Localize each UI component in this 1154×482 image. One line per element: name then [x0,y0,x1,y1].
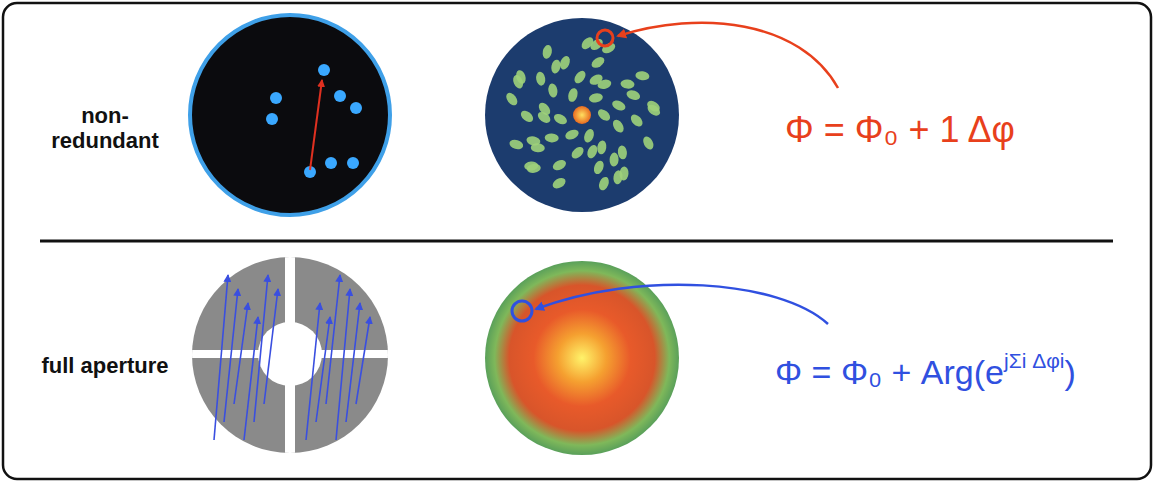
baseline-arrow [336,289,350,440]
baseline-arrow [244,317,258,440]
baseline-arrows [214,275,370,440]
baseline-arrow [306,303,320,440]
fringe-blob [609,152,619,167]
divider [40,240,1113,243]
baseline-arrow [356,317,370,404]
fringe-blob [597,175,611,191]
fringe-blobs [504,35,662,192]
fringe-blob [519,108,536,124]
fringe-blob [617,145,628,160]
baseline-arrow [264,289,278,404]
baseline-arrow [326,275,340,404]
fringe-blob [544,133,558,143]
fringe-blob [596,107,613,123]
mask-holes [266,64,362,178]
fringe-blob [597,78,613,90]
fringe-blob [585,143,599,159]
pick-circle [597,30,613,46]
fringe-blob [611,118,626,135]
fringe-blob [569,145,585,161]
fringe-blob [567,87,580,103]
zero-peak [573,106,591,124]
baseline-arrow [346,303,360,422]
fringe-blob [596,140,607,155]
fringe-blob [504,91,520,108]
leader-arrow [618,23,838,88]
fringe-blob [558,55,572,71]
pick-circle [512,301,532,321]
fringe-blob [535,71,546,86]
fringe-blob [625,89,641,102]
fringe-blob [588,92,603,104]
fringe-blob [582,128,595,144]
fringe-blob [590,55,607,70]
fringe-blob [508,138,524,151]
leader-arrow [536,285,828,324]
fringe-blob [552,112,569,127]
fringe-blob [547,83,558,98]
baseline-arrow [254,275,268,422]
fringe-blob [620,79,635,89]
fringe-blob [550,59,562,75]
mask-disk [190,15,390,215]
fringe-blob [564,128,580,142]
fringe-blob [526,135,542,147]
fringe-blob [524,161,539,171]
fringe-blob [551,158,568,172]
label: ) [1064,353,1075,392]
fringe-blob [611,98,627,112]
fringe-blob [514,69,527,85]
fringe-blob [542,44,554,59]
frame [3,3,1151,479]
baseline-arrow [310,80,322,170]
label: full aperture [40,353,170,378]
label: jΣi Δφi [1004,349,1064,373]
uv-disk [485,18,679,212]
fringe-blob [645,102,662,118]
baseline-arrow [214,275,228,440]
label: non- redundant [40,103,170,154]
fringe-blob [572,69,588,86]
fringe-blob [600,41,617,56]
baseline-arrow [234,303,248,404]
fringe-blob [629,112,645,128]
fringe-blob [635,70,650,81]
fringe-blob [612,170,623,185]
fringe-blob [537,101,553,117]
fringe-blob [551,176,568,191]
fringe-blob [641,135,655,152]
formula: Φ = Φ₀ + Arg(ejΣi Δφi) [775,353,1076,392]
label: Φ = Φ₀ + 1 Δφ [785,109,1015,151]
baseline-arrow [224,289,238,422]
label: Φ = Φ₀ + Arg(e [775,353,1004,392]
baseline-arrow [316,317,330,422]
psf-disk [485,261,679,455]
fringe-blob [592,159,606,175]
